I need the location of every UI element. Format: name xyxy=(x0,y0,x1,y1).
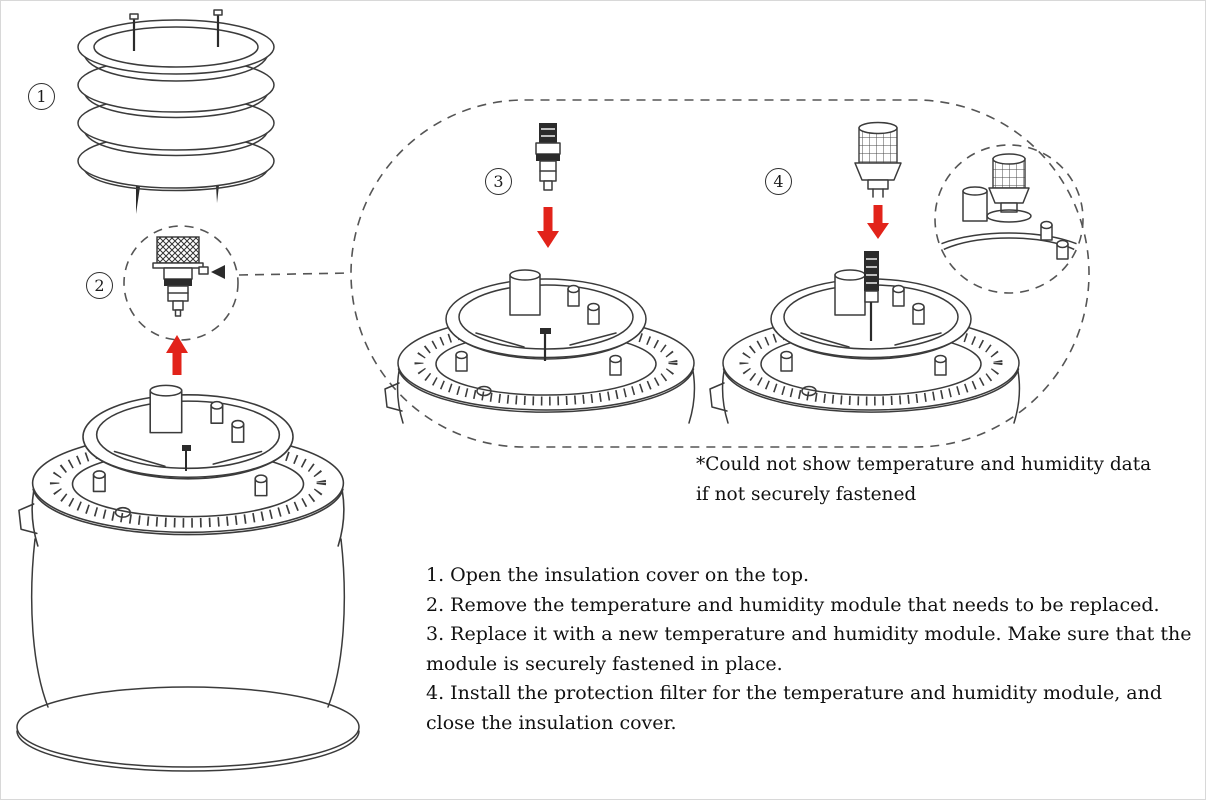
cover-plate-3 xyxy=(77,95,275,157)
module-socket xyxy=(182,445,191,451)
cover-plate-1 xyxy=(77,19,275,82)
step-4-badge: 4 xyxy=(765,168,792,195)
fixing-pin-left xyxy=(129,13,139,51)
station-body-right-edge xyxy=(327,538,346,708)
sensor-module-illustration xyxy=(152,236,209,317)
caution-note: *Could not show temperature and humidity… xyxy=(696,450,1151,510)
cover-plate-2 xyxy=(77,57,275,119)
installed-module xyxy=(864,251,879,341)
station-base-disc xyxy=(16,686,360,768)
step-4-label: 4 xyxy=(773,171,784,191)
module-hatched-cap xyxy=(156,236,200,264)
step-2-badge: 2 xyxy=(86,272,113,299)
module-side-tab xyxy=(198,266,209,275)
instruction-list: 1. Open the insulation cover on the top.… xyxy=(426,561,1205,738)
station-top-step4-illustration xyxy=(710,251,1019,423)
dashed-highlight-circle xyxy=(123,225,239,341)
caution-note-line-2: if not securely fastened xyxy=(696,484,917,505)
instruction-step-2: 2. Remove the temperature and humidity m… xyxy=(426,593,1160,616)
step3-red-down-arrow-icon xyxy=(537,207,559,248)
instruction-step-1: 1. Open the insulation cover on the top. xyxy=(426,564,810,586)
insulation-cover-stack-illustration xyxy=(77,9,275,214)
station-body-left-edge xyxy=(30,538,49,708)
dashed-connector-line xyxy=(238,272,352,276)
step-3-badge: 3 xyxy=(485,168,512,195)
dashed-panel-outline xyxy=(350,99,1090,448)
new-module-illustration xyxy=(535,123,561,191)
protection-filter-illustration xyxy=(854,121,902,198)
dashed-closeup-circle xyxy=(934,144,1084,294)
module-socket xyxy=(540,328,551,334)
step4-red-down-arrow-icon xyxy=(867,205,889,239)
instruction-step-3: 3. Replace it with a new temperature and… xyxy=(426,623,1192,675)
station-body-illustration xyxy=(16,385,360,772)
step-1-label: 1 xyxy=(36,86,47,106)
callout-pointer xyxy=(211,265,225,279)
step-1-badge: 1 xyxy=(28,83,55,110)
station-top-step3-illustration xyxy=(385,270,694,423)
step-3-label: 3 xyxy=(493,171,504,191)
instruction-step-4: 4. Install the protection filter for the… xyxy=(426,682,1163,734)
fixing-pin-right xyxy=(213,9,223,47)
step-2-label: 2 xyxy=(94,275,105,295)
red-up-arrow-icon xyxy=(166,335,188,375)
caution-note-line-1: *Could not show temperature and humidity… xyxy=(696,454,1152,475)
